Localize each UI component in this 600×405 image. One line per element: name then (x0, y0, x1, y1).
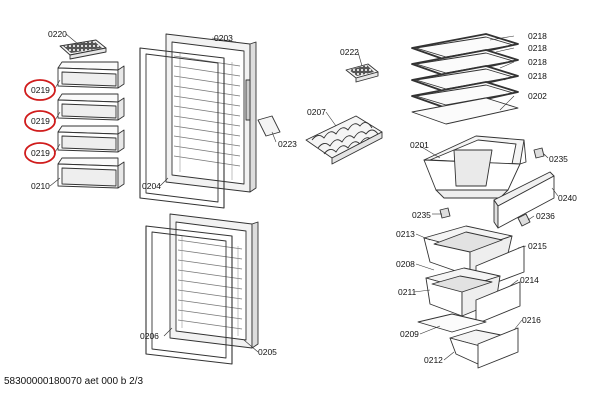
part-label-0235-a: 0235 (549, 154, 568, 164)
upper-door-part (165, 33, 257, 193)
part-label-0219-c: 0219 (31, 148, 50, 158)
part-label-0215: 0215 (528, 241, 547, 251)
front-cover-part (493, 171, 555, 229)
freezer-drawer-front-bottom-part (477, 327, 519, 369)
part-labels: 0220 0219 0219 0219 0210 0203 0204 0206 … (31, 29, 577, 365)
part-label-0219-b: 0219 (31, 116, 50, 126)
freezer-drawer-front-middle-part (475, 281, 521, 325)
ice-tray-part (345, 63, 379, 83)
part-label-0204: 0204 (142, 181, 161, 191)
highlight-circles (24, 79, 56, 164)
crisper-drawer-part (423, 135, 527, 199)
leader-lines (49, 33, 559, 361)
part-label-0206: 0206 (140, 331, 159, 341)
part-label-0240: 0240 (558, 193, 577, 203)
freezer-glass-plate-part (417, 313, 487, 333)
door-balcony-bottom-part (57, 157, 125, 189)
part-label-0203: 0203 (214, 33, 233, 43)
part-label-0201: 0201 (410, 140, 429, 150)
small-plate-part (257, 115, 281, 137)
upper-door-gasket-part (139, 47, 225, 209)
part-label-0223: 0223 (278, 139, 297, 149)
egg-tray-part (59, 39, 107, 60)
part-label-0218-b: 0218 (528, 43, 547, 53)
part-label-0218-a: 0218 (528, 31, 547, 41)
part-label-0214: 0214 (520, 275, 539, 285)
part-label-0207: 0207 (307, 107, 326, 117)
part-label-0218-c: 0218 (528, 57, 547, 67)
part-label-0212: 0212 (424, 355, 443, 365)
door-balcony-part-3 (57, 125, 125, 153)
glass-shelf-part-4 (411, 81, 519, 109)
part-label-0235-b: 0235 (412, 210, 431, 220)
part-label-0213: 0213 (396, 229, 415, 239)
part-label-0209: 0209 (400, 329, 419, 339)
part-label-0202: 0202 (528, 91, 547, 101)
drawing-number: 58300000180070 aet 000 b 2/3 (4, 376, 144, 387)
part-label-0211: 0211 (398, 287, 417, 297)
bracket-part-2 (439, 207, 451, 219)
highlight-circle-2 (24, 110, 56, 132)
highlight-circle-1 (24, 79, 56, 101)
part-label-0219-a: 0219 (31, 85, 50, 95)
lower-door-gasket-part (145, 225, 233, 365)
part-label-0222: 0222 (340, 47, 359, 57)
slide-rail-part (517, 213, 531, 227)
bottle-rack-part (305, 115, 383, 165)
part-label-0210: 0210 (31, 181, 50, 191)
part-label-0216: 0216 (522, 315, 541, 325)
part-label-0205: 0205 (258, 347, 277, 357)
glass-shelf-part-1 (411, 33, 519, 61)
part-label-0220: 0220 (48, 29, 67, 39)
door-balcony-part-2 (57, 93, 125, 121)
bracket-part-1 (533, 147, 545, 159)
door-balcony-part-1 (57, 61, 125, 89)
part-label-0236: 0236 (536, 211, 555, 221)
glass-shelf-part-3 (411, 65, 519, 93)
glass-shelf-part-2 (411, 49, 519, 77)
freezer-drawer-lower-part (425, 267, 501, 317)
highlight-circle-3 (24, 142, 56, 164)
part-label-0218-d: 0218 (528, 71, 547, 81)
part-label-0208: 0208 (396, 259, 415, 269)
glass-plate-part (411, 97, 519, 125)
